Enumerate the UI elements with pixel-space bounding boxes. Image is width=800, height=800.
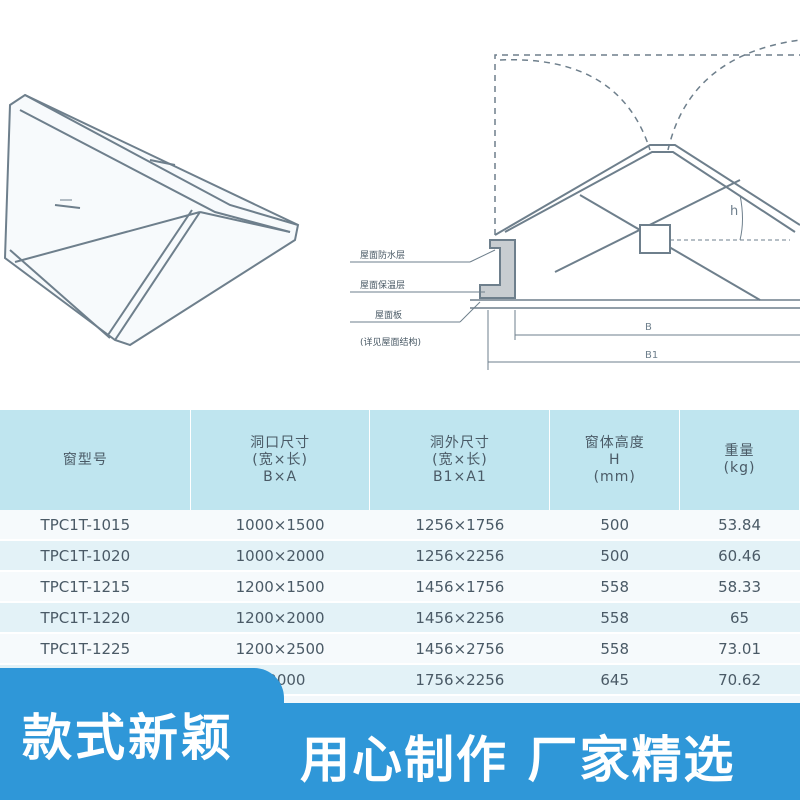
promo-banner-right <box>272 703 800 800</box>
callout-see-roof-structure: (详见屋面结构) <box>360 336 421 348</box>
cell-weight: 60.46 <box>679 540 800 572</box>
table-row: TPC1T-1225 1200×2500 1456×2756 558 73.01 <box>0 633 800 665</box>
callout-roof-insulation: 屋面保温层 <box>360 279 405 291</box>
cell-outer-size: 1756×2256 <box>369 664 550 696</box>
header-outer-size: 洞外尺寸 (宽×长) B1×A1 <box>369 410 551 510</box>
cell-outer-size: 1256×1756 <box>369 510 550 541</box>
promo-banner-left <box>0 668 284 800</box>
dimension-b1-label: B1 <box>645 350 658 361</box>
cell-outer-size: 1256×2256 <box>369 540 550 572</box>
table-row: TPC1T-1220 1200×2000 1456×2256 558 65 <box>0 602 800 634</box>
spec-table: 窗型号 洞口尺寸 (宽×长) B×A 洞外尺寸 (宽×长) B1×A1 窗体高度… <box>0 410 800 696</box>
cell-weight: 58.33 <box>679 571 800 603</box>
skylight-drawing-svg: h 屋面防水层 屋面保温层 屋面板 (详见屋面结构) B B1 <box>3 39 800 370</box>
header-weight: 重量 (kg) <box>679 410 800 510</box>
cell-height: 500 <box>549 540 680 572</box>
cell-weight: 73.01 <box>679 633 800 665</box>
cell-model: TPC1T-1020 <box>0 540 191 572</box>
table-header-row: 窗型号 洞口尺寸 (宽×长) B×A 洞外尺寸 (宽×长) B1×A1 窗体高度… <box>0 410 800 510</box>
header-model: 窗型号 <box>0 410 191 510</box>
promo-slogan-novel-style: 款式新颖 <box>22 709 234 767</box>
callout-roof-board: 屋面板 <box>375 309 402 321</box>
cell-outer-size: 1456×1756 <box>369 571 550 603</box>
cell-model: TPC1T-1015 <box>0 510 191 541</box>
cell-weight: 70.62 <box>679 664 800 696</box>
cell-opening-size: 1200×2500 <box>190 633 370 665</box>
header-opening-size: 洞口尺寸 (宽×长) B×A <box>189 410 371 510</box>
cell-opening-size: 1000×2000 <box>190 540 370 572</box>
cell-opening-size: 1200×2000 <box>190 602 370 634</box>
cell-height: 558 <box>549 633 680 665</box>
cell-height: 500 <box>549 510 680 541</box>
cell-weight: 53.84 <box>679 510 800 541</box>
dimension-b-label: B <box>645 322 652 333</box>
cell-opening-size: 1200×1500 <box>190 571 370 603</box>
cell-model: TPC1T-1220 <box>0 602 191 634</box>
cell-model: TPC1T-1215 <box>0 571 191 603</box>
cell-outer-size: 1456×2756 <box>369 633 550 665</box>
cell-opening-size: 1000×1500 <box>190 510 370 541</box>
cell-height: 558 <box>549 571 680 603</box>
header-window-height: 窗体高度 H (mm) <box>549 410 681 510</box>
cell-height: 645 <box>549 664 680 696</box>
spec-table-container: 窗型号 洞口尺寸 (宽×长) B×A 洞外尺寸 (宽×长) B1×A1 窗体高度… <box>0 410 800 800</box>
callout-roof-waterproof: 屋面防水层 <box>360 249 405 261</box>
table-row: TPC1T-1015 1000×1500 1256×1756 500 53.84 <box>0 510 800 541</box>
skylight-section-view <box>350 39 800 370</box>
angle-label: h <box>730 204 738 219</box>
cell-weight: 65 <box>679 602 800 634</box>
cell-outer-size: 1456×2256 <box>369 602 550 634</box>
technical-drawing: h 屋面防水层 屋面保温层 屋面板 (详见屋面结构) B B1 <box>3 39 800 370</box>
promo-slogan-careful-craft: 用心制作 厂家精选 <box>300 731 736 789</box>
table-row: TPC1T-1020 1000×2000 1256×2256 500 60.46 <box>0 540 800 572</box>
skylight-perspective-view <box>3 93 300 347</box>
table-row: TPC1T-1215 1200×1500 1456×1756 558 58.33 <box>0 571 800 603</box>
cell-model: TPC1T-1225 <box>0 633 191 665</box>
cell-height: 558 <box>549 602 680 634</box>
